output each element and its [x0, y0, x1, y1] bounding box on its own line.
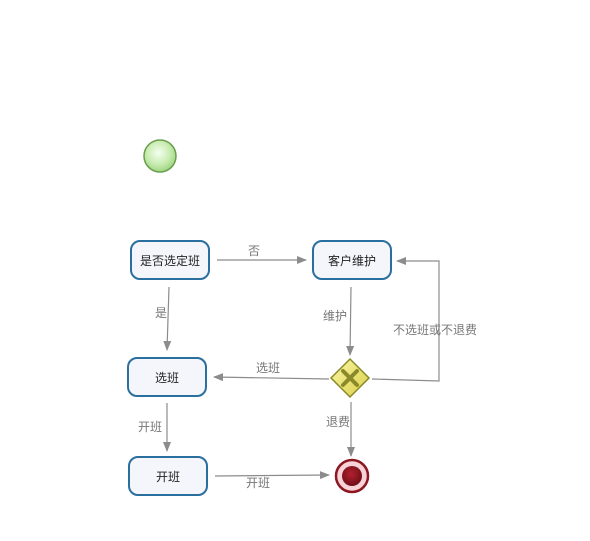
task-select-check[interactable]: 是否选定班 — [130, 240, 210, 280]
task-open-class-label: 开班 — [156, 470, 180, 484]
end-event-icon[interactable] — [334, 458, 370, 494]
edge-label-not-select-not-refund: 不选班或不退费 — [393, 323, 477, 337]
edge-label-open-class-down: 开班 — [138, 420, 162, 434]
task-select-check-label: 是否选定班 — [140, 253, 200, 268]
edge-label-yes: 是 — [155, 306, 167, 320]
edge-label-select-class: 选班 — [256, 361, 280, 375]
exclusive-gateway-icon[interactable] — [329, 357, 371, 399]
task-select-class-label: 选班 — [155, 371, 179, 385]
edge-label-no: 否 — [248, 244, 260, 258]
edge-not-select-not-refund[interactable] — [371, 257, 440, 382]
task-select-class[interactable]: 选班 — [127, 357, 207, 397]
start-event-icon[interactable] — [143, 139, 177, 173]
edge-label-refund: 退费 — [326, 415, 350, 429]
edge-label-open-class-to-end: 开班 — [246, 476, 270, 490]
edge-open-class-to-end[interactable] — [214, 471, 330, 480]
edge-label-maintain: 维护 — [323, 309, 347, 323]
task-customer-maintenance[interactable]: 客户维护 — [312, 240, 392, 280]
task-customer-maintenance-label: 客户维护 — [328, 253, 376, 268]
task-open-class[interactable]: 开班 — [128, 456, 208, 496]
edge-maintain[interactable] — [346, 286, 355, 356]
edge-yes[interactable] — [163, 286, 172, 351]
edge-select-class[interactable] — [213, 373, 330, 382]
